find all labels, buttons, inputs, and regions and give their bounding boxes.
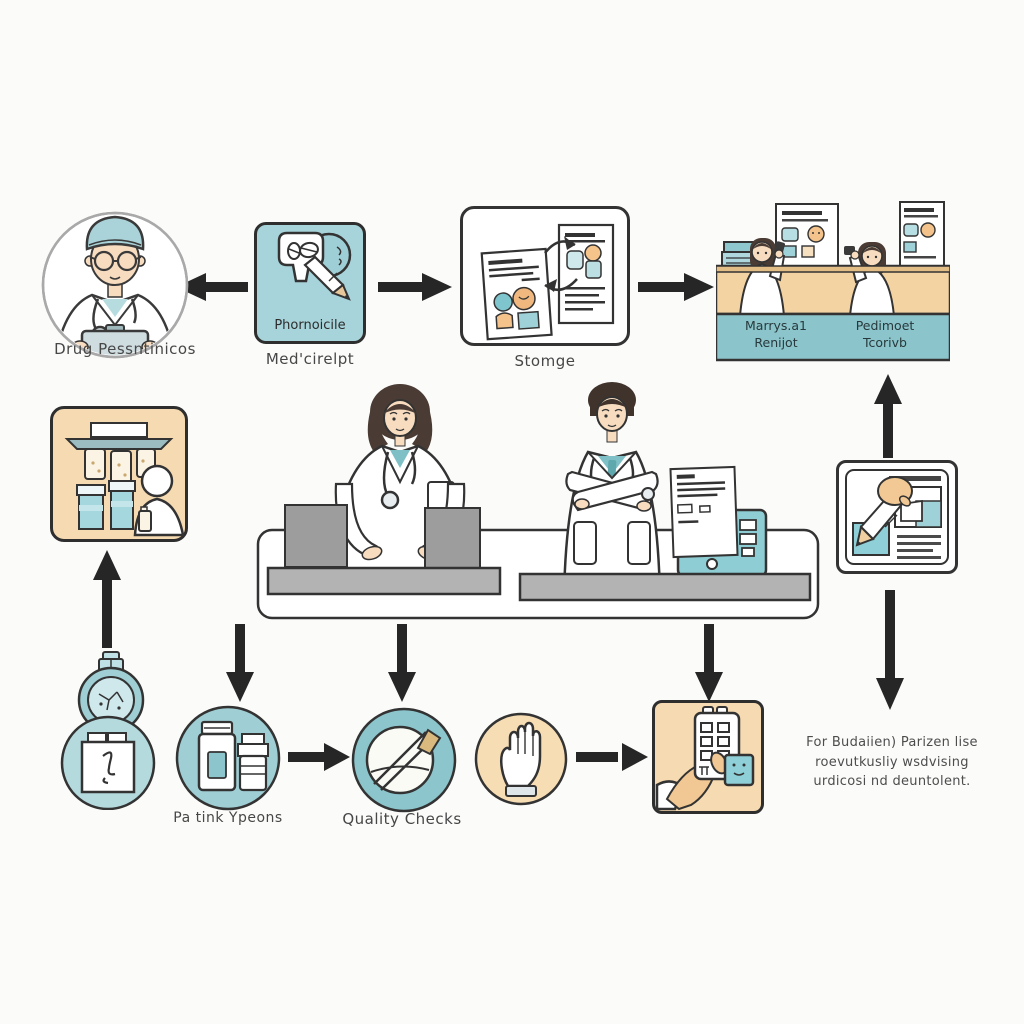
- arrow-down-to-quality-icon: [388, 624, 416, 702]
- monitor-right-icon: [424, 507, 481, 569]
- quality-check-icon: [351, 707, 457, 813]
- counter-left-label: Marrys.a1 Renijot: [745, 318, 807, 350]
- stop-hand-node: [472, 710, 570, 808]
- note-text: For Budaiien) Parizen lise roevutkusliy …: [806, 735, 978, 789]
- pharmacist-left-icon: [738, 238, 786, 317]
- arrow-hand-to-phone-icon: [576, 743, 648, 771]
- records-exchange-icon: [480, 223, 615, 341]
- pill-bottles-node: [172, 702, 284, 816]
- poster-right-icon: [899, 201, 945, 269]
- arrow-down-to-bottles-icon: [226, 624, 254, 702]
- bottles-icon: [76, 480, 136, 530]
- shelf-supplies-icon: [64, 422, 185, 537]
- delivery-bag-node: [55, 648, 167, 810]
- medication-box-inner-label: Phornoicile: [274, 318, 346, 333]
- dispensing-desk-scene: [252, 372, 824, 624]
- phone-pickup-box: [652, 700, 764, 814]
- doctor-label: Drug Pessntinicos: [54, 340, 196, 358]
- workstation-computer-icon: [669, 465, 768, 591]
- poster-left-icon: [775, 203, 839, 269]
- pill-bottles-icon: [175, 705, 281, 811]
- counter-edge: [716, 265, 950, 273]
- doctor-avatar: [38, 203, 192, 367]
- storage-card: [460, 206, 630, 346]
- doctor-icon: [41, 211, 189, 359]
- supply-shelf-box: [50, 406, 188, 542]
- arrow-box-to-storage-icon: [378, 273, 452, 301]
- pharmacist-man-icon: [562, 382, 662, 600]
- pill-bottles-label: Pa tink Ypeons: [173, 810, 283, 826]
- handout-card: [836, 460, 958, 574]
- desk-right: [518, 572, 812, 602]
- arrow-up-left-column-icon: [93, 550, 121, 648]
- monitor-left-icon: [284, 504, 348, 568]
- dispensing-desk-icon: [256, 382, 820, 620]
- quality-check-node: [348, 704, 460, 818]
- hanging-jars-icon: [84, 448, 156, 484]
- arrow-bottles-to-quality-icon: [288, 743, 350, 771]
- signing-document-icon: [845, 469, 949, 565]
- desk-left: [266, 566, 502, 596]
- hand-holding-device-icon: [655, 706, 755, 811]
- arrow-down-to-phone-icon: [695, 624, 723, 702]
- arrow-down-right-column-icon: [876, 590, 904, 710]
- quality-check-label: Quality Checks: [342, 810, 462, 828]
- counter-front: [716, 312, 950, 362]
- stop-hand-icon: [474, 712, 568, 806]
- pharmacy-counter-icon: [716, 201, 950, 362]
- medication-box: Phornoicile: [254, 222, 366, 344]
- arrow-up-right-column-icon: [874, 374, 902, 458]
- person-silhouette-icon: [133, 464, 185, 537]
- storage-label: Stomge: [514, 352, 576, 370]
- medication-box-label: Med'cirelpt: [265, 350, 355, 368]
- pharmacist-woman-icon: [328, 384, 472, 584]
- pharmacy-counter: Marrys.a1 Renijot Pedimoet Tcorivb: [716, 198, 950, 362]
- shopping-bag-icon: [80, 732, 136, 794]
- counter-right-label: Pedimoet Tcorivb: [855, 318, 915, 350]
- arrow-storage-to-counter-icon: [638, 273, 714, 301]
- timer-bag-icon: [60, 651, 156, 810]
- printed-document-icon: [669, 465, 739, 559]
- pill-bottle-pencil-icon: [277, 231, 352, 301]
